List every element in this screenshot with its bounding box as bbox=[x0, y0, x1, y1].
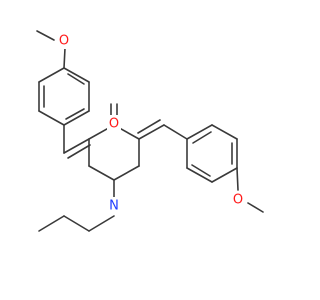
bond-n-propyl-4 bbox=[38, 215, 65, 232]
bond-ringA-inner-2 bbox=[65, 108, 85, 120]
bond-left-alkene-2 bbox=[67, 144, 91, 159]
bond-right-alkene-1 bbox=[138, 124, 165, 140]
bond-core-5 bbox=[88, 165, 115, 181]
bond-o1-aryl bbox=[63, 47, 66, 69]
bond-methyl-o1 bbox=[36, 30, 55, 41]
bond-aryl-o3 bbox=[236, 167, 239, 191]
bond-ringB-5 bbox=[186, 167, 213, 183]
bond-ringB-2 bbox=[211, 124, 238, 140]
bond-ringA-6 bbox=[38, 67, 65, 83]
oxygen-atom-upper: O bbox=[59, 34, 69, 49]
bond-ringA-4 bbox=[38, 110, 65, 126]
bond-core-4 bbox=[113, 165, 140, 181]
bond-ringB-1 bbox=[186, 124, 213, 140]
molecule-diagram: O O O N bbox=[36, 30, 264, 232]
bond-ringB-inner-3 bbox=[191, 164, 211, 177]
bond-right-alkene-2 bbox=[137, 119, 161, 134]
bond-ringB-4 bbox=[211, 167, 238, 183]
bond-right-vinyl bbox=[163, 124, 188, 140]
oxygen-atom-carbonyl: O bbox=[109, 117, 119, 132]
nitrogen-atom: N bbox=[109, 199, 119, 214]
bond-n-propyl-3 bbox=[63, 215, 90, 232]
bond-left-alkene-1 bbox=[63, 138, 90, 154]
bond-n-propyl-2 bbox=[88, 215, 115, 232]
bond-ringB-inner-1 bbox=[192, 131, 212, 144]
bond-ringA-1 bbox=[63, 67, 90, 83]
bond-o3-methyl bbox=[247, 202, 264, 213]
bond-ringA-3 bbox=[63, 110, 90, 126]
bond-ringA-inner-1 bbox=[67, 73, 85, 85]
oxygen-atom-lower: O bbox=[233, 193, 243, 208]
structure-svg: O O O N bbox=[36, 30, 264, 232]
